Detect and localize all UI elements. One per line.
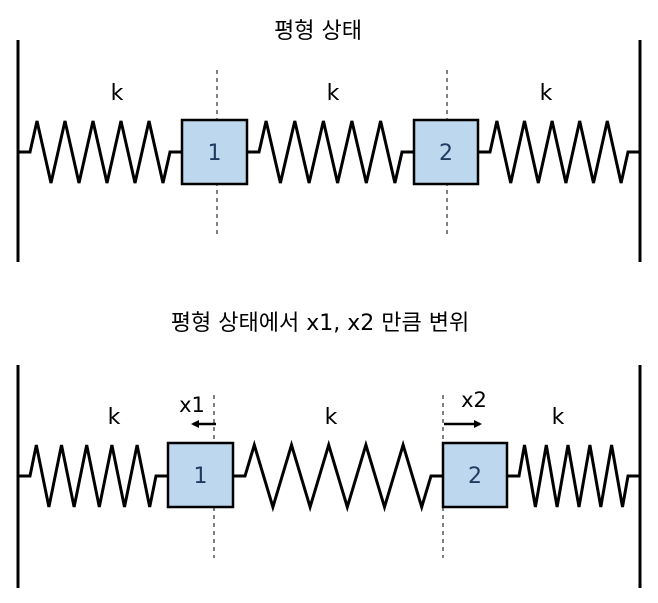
- middle-spring: [233, 439, 443, 513]
- x2-label: x2: [461, 388, 487, 412]
- middle-spring: [247, 120, 414, 184]
- mass-1-label: 1: [194, 464, 208, 489]
- displaced-title: 평형 상태에서 x1, x2 만큼 변위: [171, 311, 469, 336]
- left-spring: [18, 444, 168, 508]
- right-spring: [478, 120, 640, 184]
- middle-spring-label: k: [327, 81, 340, 106]
- mass-2-label: 2: [468, 464, 482, 489]
- mass-2: [412, 118, 480, 186]
- displaced-panel: 평형 상태에서 x1, x2 만큼 변위 x1 x2 k k k 1 2: [16, 311, 642, 588]
- left-spring: [18, 120, 182, 184]
- right-spring-label: k: [540, 81, 553, 106]
- mass-1: [166, 441, 235, 509]
- left-spring-label: k: [111, 81, 124, 106]
- mass-1-label: 1: [208, 141, 222, 166]
- left-spring-label: k: [108, 405, 121, 430]
- middle-spring-label: k: [325, 405, 338, 430]
- right-spring-label: k: [552, 405, 565, 430]
- mass-2-label: 2: [439, 141, 453, 166]
- equilibrium-title: 평형 상태: [274, 19, 362, 44]
- mass-1: [180, 118, 249, 186]
- x1-label: x1: [179, 393, 205, 417]
- equilibrium-panel: 평형 상태 k k k 1 2: [16, 19, 642, 262]
- right-spring: [507, 444, 640, 508]
- mass-2: [441, 441, 509, 509]
